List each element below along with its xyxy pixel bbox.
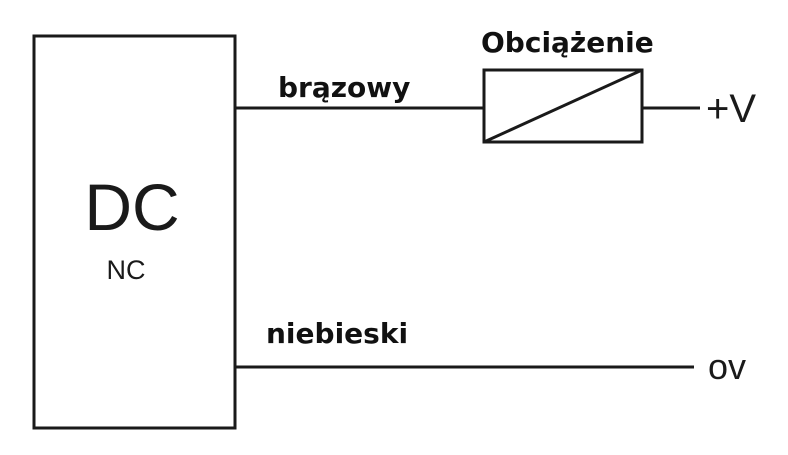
load-diagonal	[483, 68, 643, 144]
device-title: DC	[84, 170, 179, 244]
load-label: Obciążenie	[481, 26, 654, 59]
dc-sensor-box	[32, 34, 237, 430]
ground-terminal-label: ov	[708, 346, 746, 387]
positive-terminal-label: +V	[706, 87, 756, 131]
device-subtitle: NC	[107, 255, 146, 285]
brown-wire-label: brązowy	[278, 71, 410, 104]
blue-wire-label: niebieski	[266, 317, 408, 350]
